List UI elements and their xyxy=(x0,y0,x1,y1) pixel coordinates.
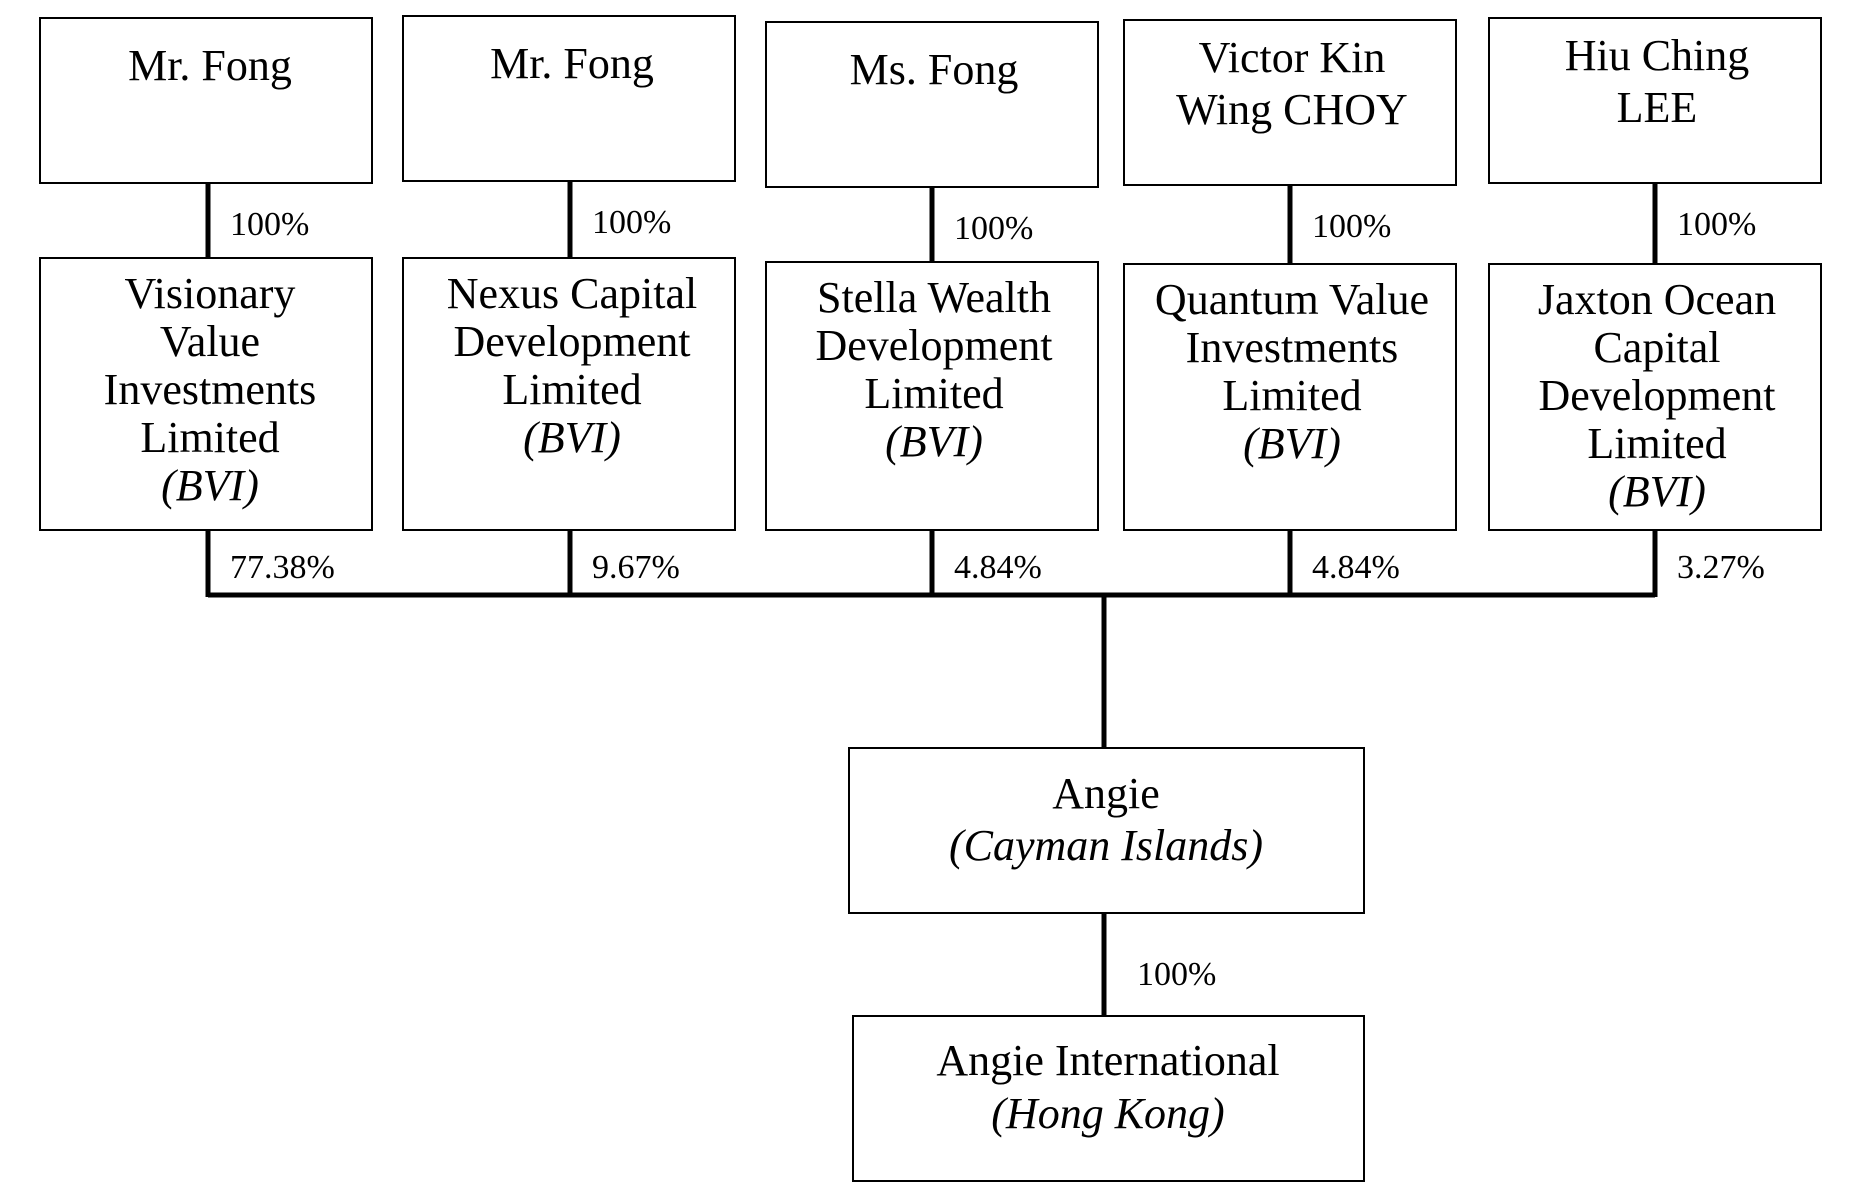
stake-percentage-label: 3.27% xyxy=(1677,549,1765,586)
shareholder-column-3: Ms. Fong 100% Stella WealthDevelopmentLimi… xyxy=(765,21,1099,597)
holding-company-box xyxy=(39,257,373,531)
holding-company-name-line: Limited xyxy=(140,413,279,462)
company-name: Angie xyxy=(1052,769,1160,818)
ownership-percentage-label: 100% xyxy=(954,210,1033,247)
holding-company-name-line: Development xyxy=(1538,371,1775,420)
holding-company-name-line: Nexus Capital xyxy=(447,269,698,318)
shareholder-box xyxy=(765,21,1099,188)
holding-company-name-line: Limited xyxy=(1222,371,1361,420)
shareholder-column-2: Mr. Fong 100% Nexus CapitalDevelopmentLimi… xyxy=(402,15,736,597)
shareholder-name-line: Mr. Fong xyxy=(128,41,292,90)
shareholder-column-1: Mr. Fong 100% VisionaryValueInvestmentsLim… xyxy=(39,17,373,597)
holding-company-name-line: Value xyxy=(160,317,260,366)
shareholder-name-line: LEE xyxy=(1617,83,1698,132)
shareholder-box xyxy=(1488,17,1822,184)
holding-company-name-line: Capital xyxy=(1593,323,1720,372)
subsidiary-name: Angie International xyxy=(936,1036,1279,1085)
holding-company-box xyxy=(1488,263,1822,531)
stake-percentage-label: 4.84% xyxy=(1312,549,1400,586)
subsidiary-angie-international: Angie International (Hong Kong) xyxy=(852,1015,1365,1182)
holding-company-name-line: Stella Wealth xyxy=(817,273,1051,322)
stake-percentage-label: 4.84% xyxy=(954,549,1042,586)
holding-company-jurisdiction: (BVI) xyxy=(161,461,259,510)
subsidiary-ownership-label: 100% xyxy=(1137,956,1216,993)
holding-company-name-line: Quantum Value xyxy=(1155,275,1429,324)
shareholder-box xyxy=(1123,19,1457,186)
holding-company-name-line: Investments xyxy=(1186,323,1399,372)
shareholder-name-line: Victor Kin xyxy=(1199,33,1386,82)
holding-company-jurisdiction: (BVI) xyxy=(1243,419,1341,468)
subsidiary-box xyxy=(852,1015,1365,1182)
holding-company-name-line: Visionary xyxy=(125,269,296,318)
ownership-percentage-label: 100% xyxy=(230,206,309,243)
company-box xyxy=(848,747,1365,914)
holding-company-box xyxy=(1123,263,1457,531)
ownership-percentage-label: 100% xyxy=(1677,206,1756,243)
holding-company-jurisdiction: (BVI) xyxy=(885,417,983,466)
stake-percentage-label: 9.67% xyxy=(592,549,680,586)
shareholder-box xyxy=(402,15,736,182)
shareholder-name-line: Mr. Fong xyxy=(490,39,654,88)
shareholder-columns: Mr. Fong100%VisionaryValueInvestmentsLim… xyxy=(39,15,1822,597)
holding-company-jurisdiction: (BVI) xyxy=(1608,467,1706,516)
stake-percentage-label: 77.38% xyxy=(230,549,335,586)
shareholder-name-line: Hiu Ching xyxy=(1565,31,1750,80)
subsidiary-jurisdiction: (Hong Kong) xyxy=(991,1089,1224,1138)
holding-company-jurisdiction: (BVI) xyxy=(523,413,621,462)
ownership-percentage-label: 100% xyxy=(592,204,671,241)
holding-company-name-line: Jaxton Ocean xyxy=(1538,275,1776,324)
holding-company-name-line: Investments xyxy=(104,365,317,414)
shareholder-name-line: Ms. Fong xyxy=(850,45,1019,94)
holding-company-box xyxy=(765,261,1099,531)
shareholder-name-line: Wing CHOY xyxy=(1176,85,1408,134)
company-angie: Angie (Cayman Islands) xyxy=(848,747,1365,914)
holding-company-name-line: Development xyxy=(815,321,1052,370)
holding-company-name-line: Limited xyxy=(1587,419,1726,468)
holding-company-name-line: Development xyxy=(453,317,690,366)
holding-company-box xyxy=(402,257,736,531)
holding-company-name-line: Limited xyxy=(502,365,641,414)
ownership-percentage-label: 100% xyxy=(1312,208,1391,245)
shareholder-box xyxy=(39,17,373,184)
company-jurisdiction: (Cayman Islands) xyxy=(949,821,1263,870)
holding-company-name-line: Limited xyxy=(864,369,1003,418)
